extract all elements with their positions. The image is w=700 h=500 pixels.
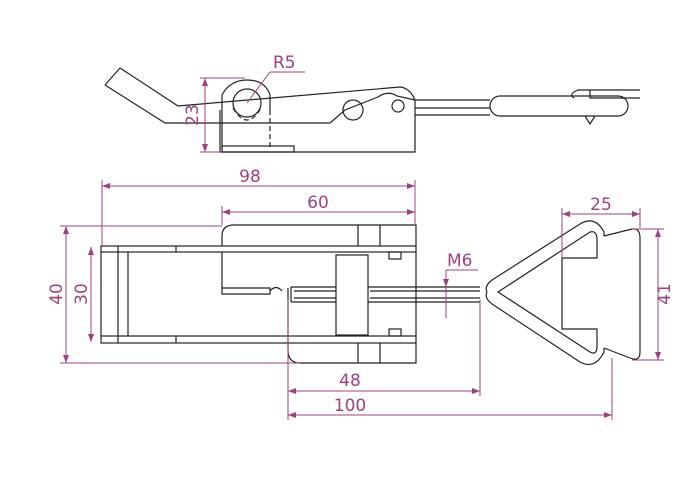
- lever-handle: [104, 67, 416, 153]
- base-frame: [100, 246, 177, 343]
- thread-leader: [445, 269, 478, 318]
- extension-line: [101, 180, 416, 246]
- rivet: [342, 99, 364, 121]
- height-dimension-label: 23: [183, 104, 203, 126]
- side-view: 23 R5: [104, 53, 640, 153]
- threaded-rod: [290, 286, 480, 303]
- top-view: 98 60 40 30 M6 48 100 25 41: [47, 167, 675, 420]
- radius-leader: [246, 71, 305, 104]
- thread-label: M6: [447, 251, 472, 271]
- tab: [388, 251, 402, 260]
- pivot-pin: [232, 88, 262, 118]
- pivot-lug: [221, 79, 271, 150]
- tab: [388, 328, 402, 337]
- inner-width-label: 30: [72, 283, 92, 305]
- triangle-loop-rear: [603, 228, 641, 360]
- outer-width-label: 40: [47, 283, 67, 305]
- lever-lower-edge: [104, 84, 330, 124]
- extension-line: [561, 208, 641, 258]
- lower-plate: [287, 252, 417, 364]
- hidden-lines: [232, 107, 271, 150]
- base-plate: [221, 145, 295, 153]
- plate-length-label: 60: [307, 193, 329, 213]
- loop-width-label: 41: [655, 283, 675, 305]
- hinge-blocks: [357, 225, 381, 363]
- loop-slot: [489, 95, 629, 117]
- rod-reach-label: 48: [339, 371, 361, 391]
- top-flange: [100, 245, 417, 253]
- total-reach-label: 100: [334, 396, 366, 416]
- front-pivot: [391, 99, 405, 113]
- hook: [571, 89, 640, 126]
- extension-line: [60, 225, 300, 364]
- rod: [415, 99, 490, 116]
- radius-label: R5: [273, 53, 296, 73]
- extension-line: [632, 228, 664, 361]
- bottom-flange: [100, 335, 417, 344]
- center-block: [335, 254, 369, 336]
- extension-line: [287, 300, 481, 420]
- triangle-loop: [485, 220, 605, 365]
- upper-plate: [221, 224, 417, 295]
- body-front: [329, 92, 416, 124]
- loop-length-label: 25: [590, 195, 612, 215]
- overall-length-label: 98: [239, 167, 261, 187]
